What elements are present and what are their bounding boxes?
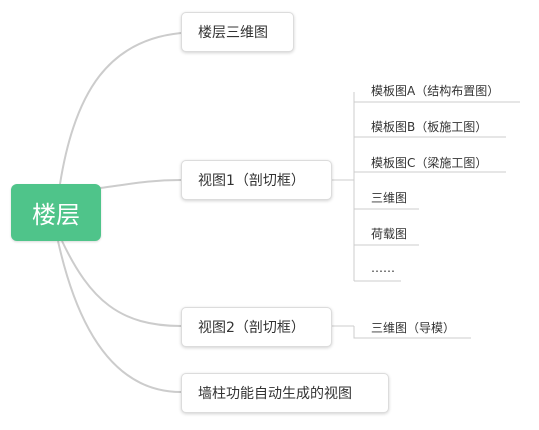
branch-label: 视图2（剖切框） — [198, 320, 305, 336]
leaf-template-c[interactable]: 模板图C（梁施工图） — [371, 156, 488, 170]
leaf-ellipsis[interactable]: …… — [371, 261, 395, 275]
branch-label: 楼层三维图 — [198, 25, 268, 41]
branch-label: 墙柱功能自动生成的视图 — [198, 386, 352, 402]
branch-view-2[interactable]: 视图2（剖切框） — [181, 307, 332, 347]
branch-floor-3d-view[interactable]: 楼层三维图 — [181, 12, 294, 52]
leaf-load-view[interactable]: 荷载图 — [371, 227, 408, 241]
root-node[interactable]: 楼层 — [11, 184, 101, 241]
leaf-template-b[interactable]: 模板图B（板施工图） — [371, 120, 488, 134]
branch-label: 视图1（剖切框） — [198, 173, 305, 189]
root-label: 楼层 — [32, 201, 80, 229]
leaf-3d-view[interactable]: 三维图 — [371, 191, 408, 205]
leaf-3d-view-guide[interactable]: 三维图（导模） — [371, 321, 456, 335]
branch-auto-generated-views[interactable]: 墙柱功能自动生成的视图 — [181, 373, 389, 413]
leaf-template-a[interactable]: 模板图A（结构布置图） — [371, 84, 500, 98]
branch-view-1[interactable]: 视图1（剖切框） — [181, 160, 332, 200]
